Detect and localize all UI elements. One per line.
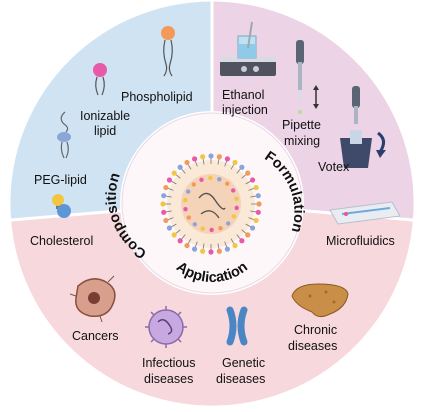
- updown-arrow-icon: [313, 85, 319, 109]
- microfluidics-label: Microfluidics: [326, 234, 395, 248]
- chromosome-icon: [226, 306, 248, 346]
- chronic-label-line2: diseases: [288, 339, 337, 353]
- ionizable-label-line2: lipid: [94, 124, 116, 138]
- virus-icon: [145, 306, 187, 348]
- liver-icon: [291, 283, 349, 318]
- stirrer-plate-icon: [220, 21, 276, 76]
- phospholipid-label: Phospholipid: [121, 90, 193, 104]
- infectious-label-line1: Infectious: [142, 356, 196, 370]
- ethanol-label-line1: Ethanol: [222, 88, 264, 102]
- ethanol-label-line2: injection: [222, 103, 268, 117]
- genetic-label-line2: diseases: [216, 372, 265, 386]
- votex-label: Votex: [318, 160, 350, 174]
- application-sector: [11, 203, 413, 406]
- genetic-label-line1: Genetic: [222, 356, 265, 370]
- phospholipid-icon: [161, 26, 175, 77]
- pipette-label-line2: mixing: [284, 134, 320, 148]
- infectious-label-line2: diseases: [144, 372, 193, 386]
- chronic-label-line1: Chronic: [294, 323, 337, 337]
- cholesterol-icon: [52, 194, 71, 218]
- cancers-label: Cancers: [72, 329, 119, 343]
- vortex-mixer-icon: [340, 86, 386, 168]
- cancer-cell-icon: [69, 275, 116, 323]
- microfluidic-chip-icon: [329, 201, 401, 225]
- cholesterol-label: Cholesterol: [30, 234, 93, 248]
- ionizable-label-line1: Ionizable: [80, 109, 130, 123]
- ionizable-lipid-icon: [93, 63, 107, 96]
- peg-lipid-label: PEG-lipid: [34, 173, 87, 187]
- pipette-label-line1: Pipette: [282, 118, 321, 132]
- pipette-icon: [296, 40, 304, 114]
- peg-lipid-icon: [57, 111, 71, 159]
- lnp-particle-icon: [160, 153, 262, 255]
